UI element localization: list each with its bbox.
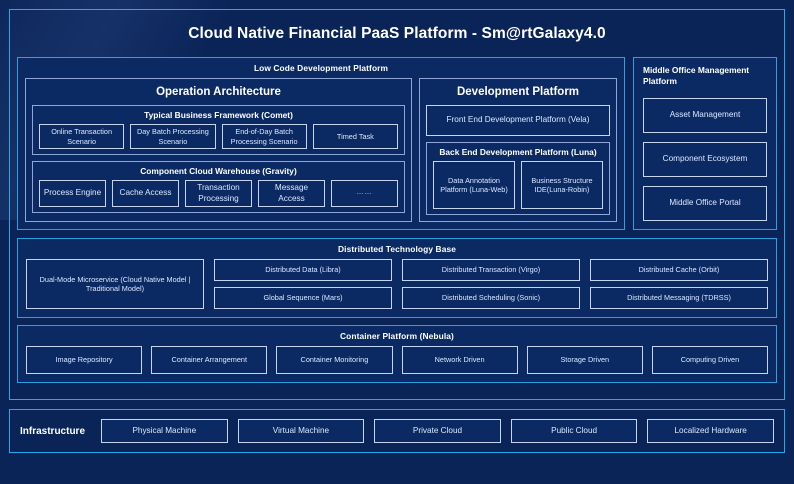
- low-code-platform-body: Operation Architecture Typical Business …: [18, 78, 624, 229]
- platform-frame: Cloud Native Financial PaaS Platform - S…: [9, 9, 785, 400]
- typical-business-framework-items: Online Transaction Scenario Day Batch Pr…: [33, 124, 404, 154]
- development-platform-body: Front End Development Platform (Vela) Ba…: [420, 105, 616, 221]
- development-platform-panel: Development Platform Front End Developme…: [419, 78, 617, 222]
- component-cloud-warehouse-group: Component Cloud Warehouse (Gravity) Proc…: [32, 161, 405, 213]
- low-code-platform-title: Low Code Development Platform: [253, 63, 389, 73]
- typical-business-framework-group: Typical Business Framework (Comet) Onlin…: [32, 105, 405, 155]
- dtb-highlight-column: Dual-Mode Microservice (Cloud Native Mod…: [26, 259, 204, 309]
- infrastructure-label: Infrastructure: [20, 425, 86, 437]
- chip-timed-task[interactable]: Timed Task: [312, 124, 398, 149]
- typical-business-framework-title: Typical Business Framework (Comet): [144, 110, 293, 120]
- chip-message-access[interactable]: Message Access: [258, 180, 325, 207]
- container-platform-items: Image Repository Container Arrangement C…: [18, 346, 776, 382]
- middle-office-management-platform-panel: Middle Office Management Platform Asset …: [633, 57, 777, 230]
- infrastructure-panel: Infrastructure Physical Machine Virtual …: [9, 409, 785, 453]
- chip-day-batch-processing-scenario[interactable]: Day Batch Processing Scenario: [130, 124, 216, 149]
- chip-virtual-machine[interactable]: Virtual Machine: [237, 419, 365, 443]
- chip-end-of-day-batch-processing-scenario[interactable]: End-of-Day Batch Processing Scenario: [221, 124, 307, 149]
- component-cloud-warehouse-items: Process Engine Cache Access Transaction …: [33, 180, 404, 212]
- back-end-development-platform-group: Back End Development Platform (Luna) Dat…: [426, 142, 610, 215]
- chip-cache-access[interactable]: Cache Access: [112, 180, 179, 207]
- chip-dual-mode-microservice[interactable]: Dual-Mode Microservice (Cloud Native Mod…: [26, 259, 204, 309]
- chip-distributed-cache[interactable]: Distributed Cache (Orbit): [590, 259, 768, 281]
- middle-office-platform-title: Middle Office Management Platform: [643, 65, 750, 87]
- chip-private-cloud[interactable]: Private Cloud: [374, 419, 501, 443]
- component-cloud-warehouse-title: Component Cloud Warehouse (Gravity): [140, 166, 297, 176]
- chip-storage-driven[interactable]: Storage Driven: [526, 346, 643, 374]
- operation-architecture-panel: Operation Architecture Typical Business …: [25, 78, 412, 222]
- chip-business-structure-ide[interactable]: Business Structure IDE(Luna-Robin): [521, 161, 603, 209]
- chip-transaction-processing[interactable]: Transaction Processing: [185, 180, 252, 207]
- chip-front-end-development-platform[interactable]: Front End Development Platform (Vela): [426, 105, 610, 136]
- chip-computing-driven[interactable]: Computing Driven: [651, 346, 769, 374]
- chip-distributed-messaging[interactable]: Distributed Messaging (TDRSS): [590, 287, 768, 309]
- distributed-technology-base-body: Dual-Mode Microservice (Cloud Native Mod…: [18, 259, 776, 317]
- page-title: Cloud Native Financial PaaS Platform - S…: [188, 25, 606, 42]
- chip-image-repository[interactable]: Image Repository: [26, 346, 143, 374]
- dtb-column-3: Distributed Cache (Orbit) Distributed Me…: [590, 259, 768, 309]
- operation-architecture-body: Typical Business Framework (Comet) Onlin…: [26, 105, 411, 221]
- chip-public-cloud[interactable]: Public Cloud: [510, 419, 638, 443]
- chip-more-ellipsis[interactable]: ……: [331, 180, 398, 207]
- chip-distributed-scheduling[interactable]: Distributed Scheduling (Sonic): [402, 287, 580, 309]
- chip-asset-management[interactable]: Asset Management: [643, 97, 767, 133]
- chip-data-annotation-platform[interactable]: Data Annotation Platform (Luna-Web): [433, 161, 515, 209]
- distributed-technology-base-title: Distributed Technology Base: [338, 244, 456, 254]
- middle-office-items: Asset Management Component Ecosystem Mid…: [643, 97, 767, 222]
- container-platform-title: Container Platform (Nebula): [340, 331, 454, 341]
- distributed-technology-base-panel: Distributed Technology Base Dual-Mode Mi…: [17, 238, 777, 318]
- back-end-development-platform-items: Data Annotation Platform (Luna-Web) Busi…: [427, 161, 609, 214]
- chip-container-monitoring[interactable]: Container Monitoring: [276, 346, 393, 374]
- chip-middle-office-portal[interactable]: Middle Office Portal: [643, 185, 767, 222]
- chip-global-sequence[interactable]: Global Sequence (Mars): [214, 287, 392, 309]
- chip-process-engine[interactable]: Process Engine: [39, 180, 106, 207]
- chip-online-transaction-scenario[interactable]: Online Transaction Scenario: [39, 124, 125, 149]
- dtb-column-2: Distributed Transaction (Virgo) Distribu…: [402, 259, 580, 309]
- chip-component-ecosystem[interactable]: Component Ecosystem: [643, 141, 767, 177]
- chip-localized-hardware[interactable]: Localized Hardware: [647, 419, 774, 443]
- chip-distributed-data[interactable]: Distributed Data (Libra): [214, 259, 392, 281]
- low-code-development-platform-panel: Low Code Development Platform Operation …: [17, 57, 625, 230]
- container-platform-panel: Container Platform (Nebula) Image Reposi…: [17, 325, 777, 383]
- back-end-development-platform-title: Back End Development Platform (Luna): [439, 147, 597, 157]
- operation-architecture-title: Operation Architecture: [156, 86, 281, 98]
- chip-distributed-transaction[interactable]: Distributed Transaction (Virgo): [402, 259, 580, 281]
- chip-network-driven[interactable]: Network Driven: [401, 346, 518, 374]
- top-row: Low Code Development Platform Operation …: [17, 57, 777, 230]
- dtb-column-1: Distributed Data (Libra) Global Sequence…: [214, 259, 392, 309]
- chip-physical-machine[interactable]: Physical Machine: [101, 419, 228, 443]
- chip-container-arrangement[interactable]: Container Arrangement: [151, 346, 268, 374]
- development-platform-title: Development Platform: [456, 86, 580, 98]
